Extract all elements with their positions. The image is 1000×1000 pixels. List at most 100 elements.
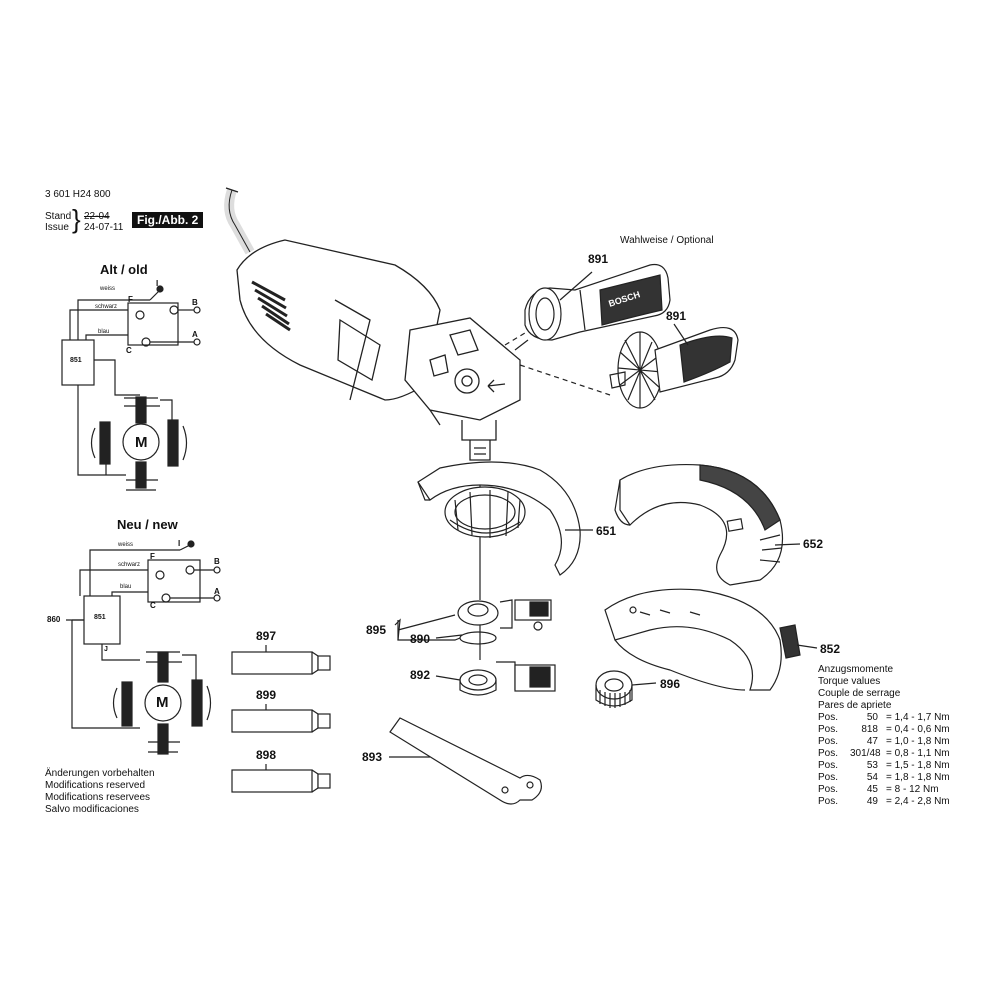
torque-row-label: Pos. [818, 736, 839, 747]
schematic-new-title: Neu / new [117, 517, 178, 532]
switch-label-f-old: F [128, 295, 133, 304]
note-en: Modifications reserved [45, 780, 146, 791]
torque-row-value: = 0,8 - 1,1 Nm [886, 748, 950, 759]
part-number-852: 852 [820, 642, 841, 656]
motor-label-new: M [156, 694, 169, 711]
optional-label: Wahlweise / Optional [620, 235, 714, 246]
brace-icon: } [72, 204, 81, 234]
tube-897 [231, 651, 331, 675]
spanner-893 [389, 717, 542, 805]
wire-label-blue-old: blau [98, 329, 110, 335]
torque-row: Pos.818= 0,4 - 0,6 Nm [818, 724, 950, 736]
torque-title-fr: Couple de serrage [818, 688, 901, 699]
part-number-652: 652 [803, 537, 824, 551]
note-fr: Modifications reservees [45, 792, 151, 803]
wire-label-black-new: schwarz [118, 562, 141, 568]
wire-label-white-new: weiss [118, 542, 134, 548]
schematic-old-title: Alt / old [100, 262, 148, 277]
part-number-891-b: 891 [666, 309, 687, 323]
torque-row-value: = 1,8 - 1,8 Nm [886, 772, 950, 783]
part-number-897: 897 [256, 629, 277, 643]
torque-title-es: Pares de apriete [818, 700, 892, 711]
part-number-895: 895 [366, 623, 387, 637]
switch-label-i-new: I [178, 539, 181, 548]
part-number-899: 899 [256, 688, 277, 702]
flange-895 [394, 599, 552, 645]
issue-value: 24-07-11 [84, 222, 124, 233]
torque-row-label: Pos. [818, 712, 839, 723]
component-label-new: 851 [94, 614, 106, 621]
tube-898 [231, 769, 331, 793]
torque-row: Pos. 301/48 = 0,8 - 1,1 Nm [818, 748, 950, 760]
wire-label-black-old: schwarz [95, 304, 118, 310]
torque-row-pos: 49 [866, 796, 878, 807]
part-number-893: 893 [362, 750, 383, 764]
torque-title-en: Torque values [818, 676, 881, 687]
switch-label-i-old: I [156, 279, 159, 288]
torque-row: Pos. 49 = 2,4 - 2,8 Nm [818, 796, 950, 808]
motor-label-old: M [135, 434, 148, 451]
tube-899 [231, 709, 331, 733]
part-number-651: 651 [596, 524, 617, 538]
part-number-898: 898 [256, 748, 277, 762]
component-pin-label: J [104, 646, 108, 653]
torque-row-value: = 0,4 - 0,6 Nm [886, 724, 950, 735]
torque-row: Pos. 47 = 1,0 - 1,8 Nm [818, 736, 950, 748]
guard-852 [604, 588, 801, 691]
figure-label: Fig./Abb. 2 [132, 212, 204, 228]
part-number-896: 896 [660, 677, 681, 691]
torque-row-pos: 54 [866, 772, 878, 783]
schematic-new-drawing [71, 540, 221, 755]
handle-891-b [609, 327, 739, 409]
torque-row-pos: 45 [866, 784, 878, 795]
terminal-label-a-new: A [214, 587, 220, 596]
part-number-890: 890 [410, 632, 431, 646]
component-label-old: 851 [70, 357, 82, 364]
angle-grinder-body [224, 187, 521, 461]
torque-row-pos: 301/48 [850, 748, 881, 759]
torque-row-value: = 1,4 - 1,7 Nm [886, 712, 950, 723]
terminal-label-a-old: A [192, 330, 198, 339]
issue-label: Issue [45, 222, 69, 233]
handle-891-a [514, 263, 671, 351]
nut-896 [595, 670, 633, 708]
torque-row-label: Pos. [818, 784, 839, 795]
note-es: Salvo modificaciones [45, 804, 139, 815]
torque-row-value: = 8 - 12 Nm [886, 784, 939, 795]
stand-label: Stand [45, 211, 72, 222]
torque-row: Pos. 54 = 1,8 - 1,8 Nm [818, 772, 950, 784]
terminal-label-b-new: B [214, 557, 220, 566]
switch-label-c-new: C [150, 601, 156, 610]
side-ref-label: 860 [47, 615, 61, 624]
torque-row: Pos. 50 = 1,4 - 1,7 Nm [818, 712, 950, 724]
switch-label-c-old: C [126, 346, 132, 355]
wire-label-blue-new: blau [120, 584, 132, 590]
note-de: Änderungen vorbehalten [45, 768, 155, 779]
torque-row-pos: 50 [866, 712, 878, 723]
torque-row-value: = 2,4 - 2,8 Nm [886, 796, 950, 807]
terminal-label-b-old: B [192, 298, 198, 307]
part-number-892: 892 [410, 668, 431, 682]
guard-651 [417, 461, 581, 576]
torque-row-label: Pos. [818, 796, 839, 807]
torque-row-pos: 47 [866, 736, 878, 747]
torque-row-label: Pos. [818, 772, 839, 783]
torque-title-de: Anzugsmomente [818, 664, 894, 675]
wire-label-white-old: weiss [100, 286, 116, 292]
nut-892 [459, 661, 556, 696]
switch-label-f-new: F [150, 552, 155, 561]
schematic-old-drawing [61, 285, 201, 491]
torque-row: Pos. 53 = 1,5 - 1,8 Nm [818, 760, 950, 772]
part-number-891-a: 891 [588, 252, 609, 266]
torque-row-value: = 1,5 - 1,8 Nm [886, 760, 950, 771]
stand-value: 22-04 [84, 211, 110, 222]
torque-row-label: Pos. [818, 748, 839, 759]
torque-row-pos: 818 [861, 724, 878, 735]
torque-table: Anzugsmomente Torque values Couple de se… [818, 664, 950, 808]
modification-notes: Änderungen vorbehalten Modifications res… [45, 768, 155, 816]
torque-row-value: = 1,0 - 1,8 Nm [886, 736, 950, 747]
torque-row: Pos. 45 = 8 - 12 Nm [818, 784, 950, 796]
torque-row-label: Pos. [818, 760, 839, 771]
torque-row-pos: 53 [866, 760, 878, 771]
